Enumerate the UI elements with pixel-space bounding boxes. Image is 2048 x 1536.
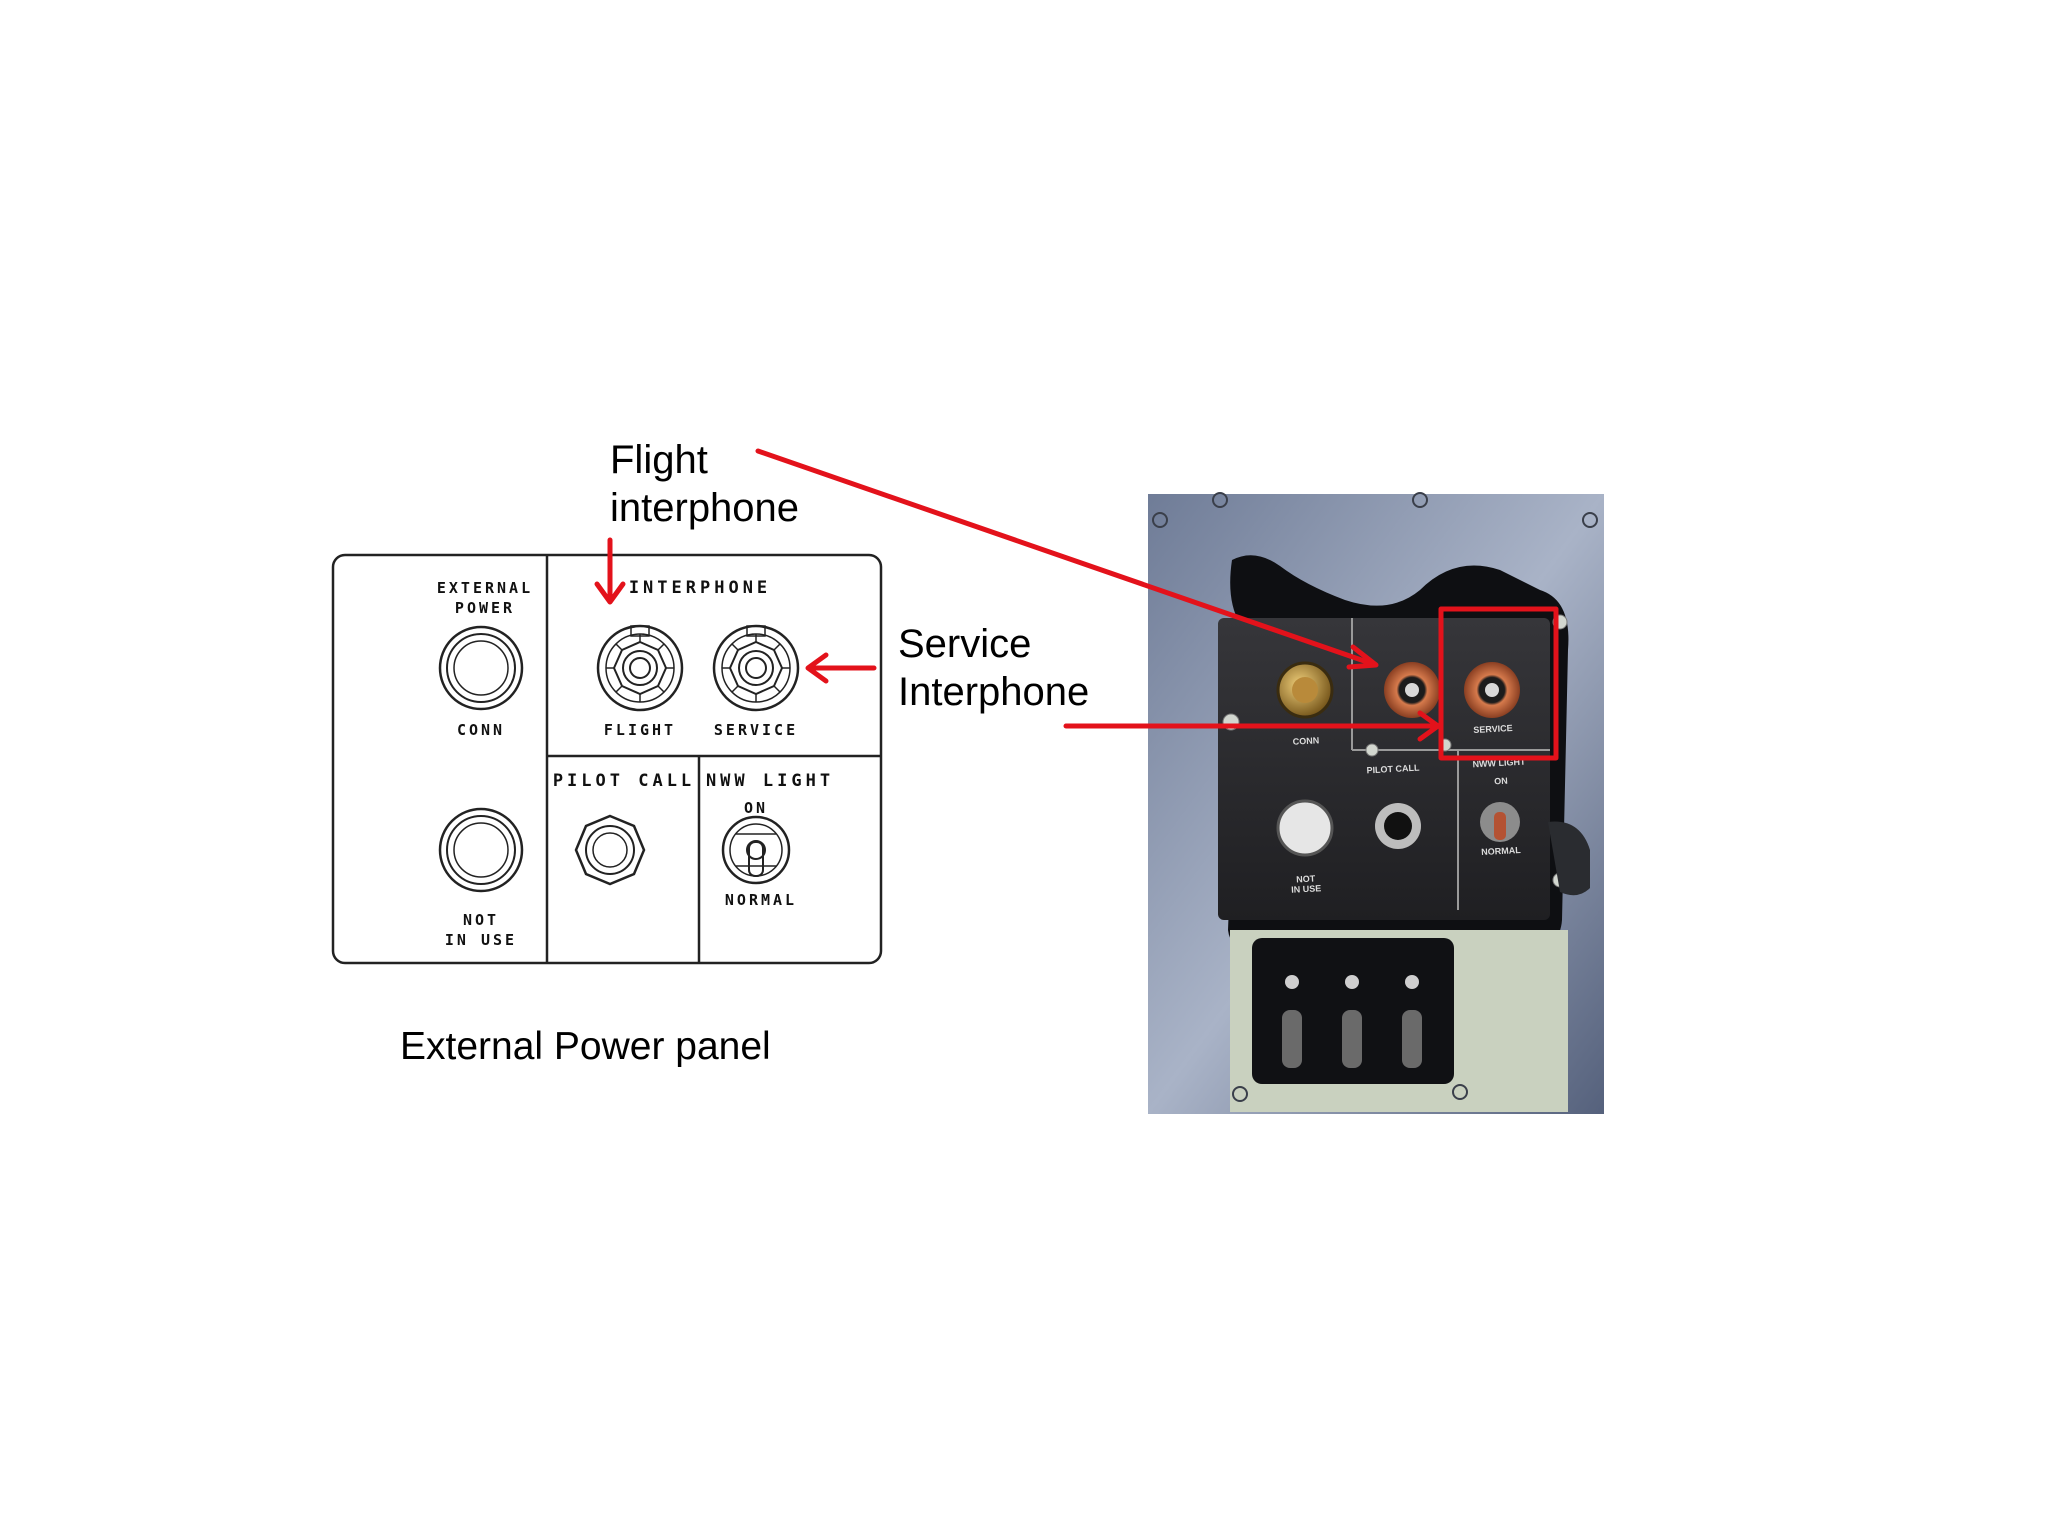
callout-service-interphone: Service Interphone [898,620,1089,716]
photo-side-latch [1548,821,1590,896]
nww-light-toggle [721,815,791,885]
label-not-in-use-line2: IN USE [444,931,518,949]
service-jack [712,624,800,712]
callout-service-line2: Interphone [898,670,1090,714]
caption-external-power-panel: External Power panel [400,1025,771,1068]
callout-flight-line2: interphone [610,486,800,530]
flight-jack [596,624,684,712]
label-on: ON [743,799,769,817]
label-not-in-use-line1: NOT [462,911,500,929]
label-flight: FLIGHT [603,721,677,739]
label-external-power: EXTERNAL POWER [430,578,540,618]
arrow-flight-down-head [594,581,626,605]
pilot-call-button [574,814,646,886]
callout-flight-interphone: Flight interphone [610,436,799,532]
conn-receptacle [438,625,524,711]
label-not-in-use: NOT IN USE [431,910,531,950]
not-in-use-receptacle [438,807,524,893]
service-highlight-box [1438,606,1559,761]
callout-service-line1: Service [898,622,1032,666]
callout-flight-line1: Flight [610,438,708,482]
label-external-power-line2: POWER [454,599,516,617]
label-service: SERVICE [713,721,799,739]
label-external-power-line1: EXTERNAL [436,579,534,597]
arrow-service-to-photo-head [1417,710,1441,742]
label-conn: CONN [456,721,506,739]
photo-not-in-use-receptacle [1276,799,1334,857]
arrow-service-left-head [805,652,829,684]
arrow-flight-to-photo-head [1346,644,1379,670]
label-interphone: INTERPHONE [628,578,772,598]
label-pilot-call: PILOT CALL [552,771,696,791]
arrow-flight-to-photo [755,448,1376,667]
label-nww-light: NWW LIGHT [705,771,835,791]
label-normal: NORMAL [724,891,798,909]
panel-outline [331,553,883,965]
